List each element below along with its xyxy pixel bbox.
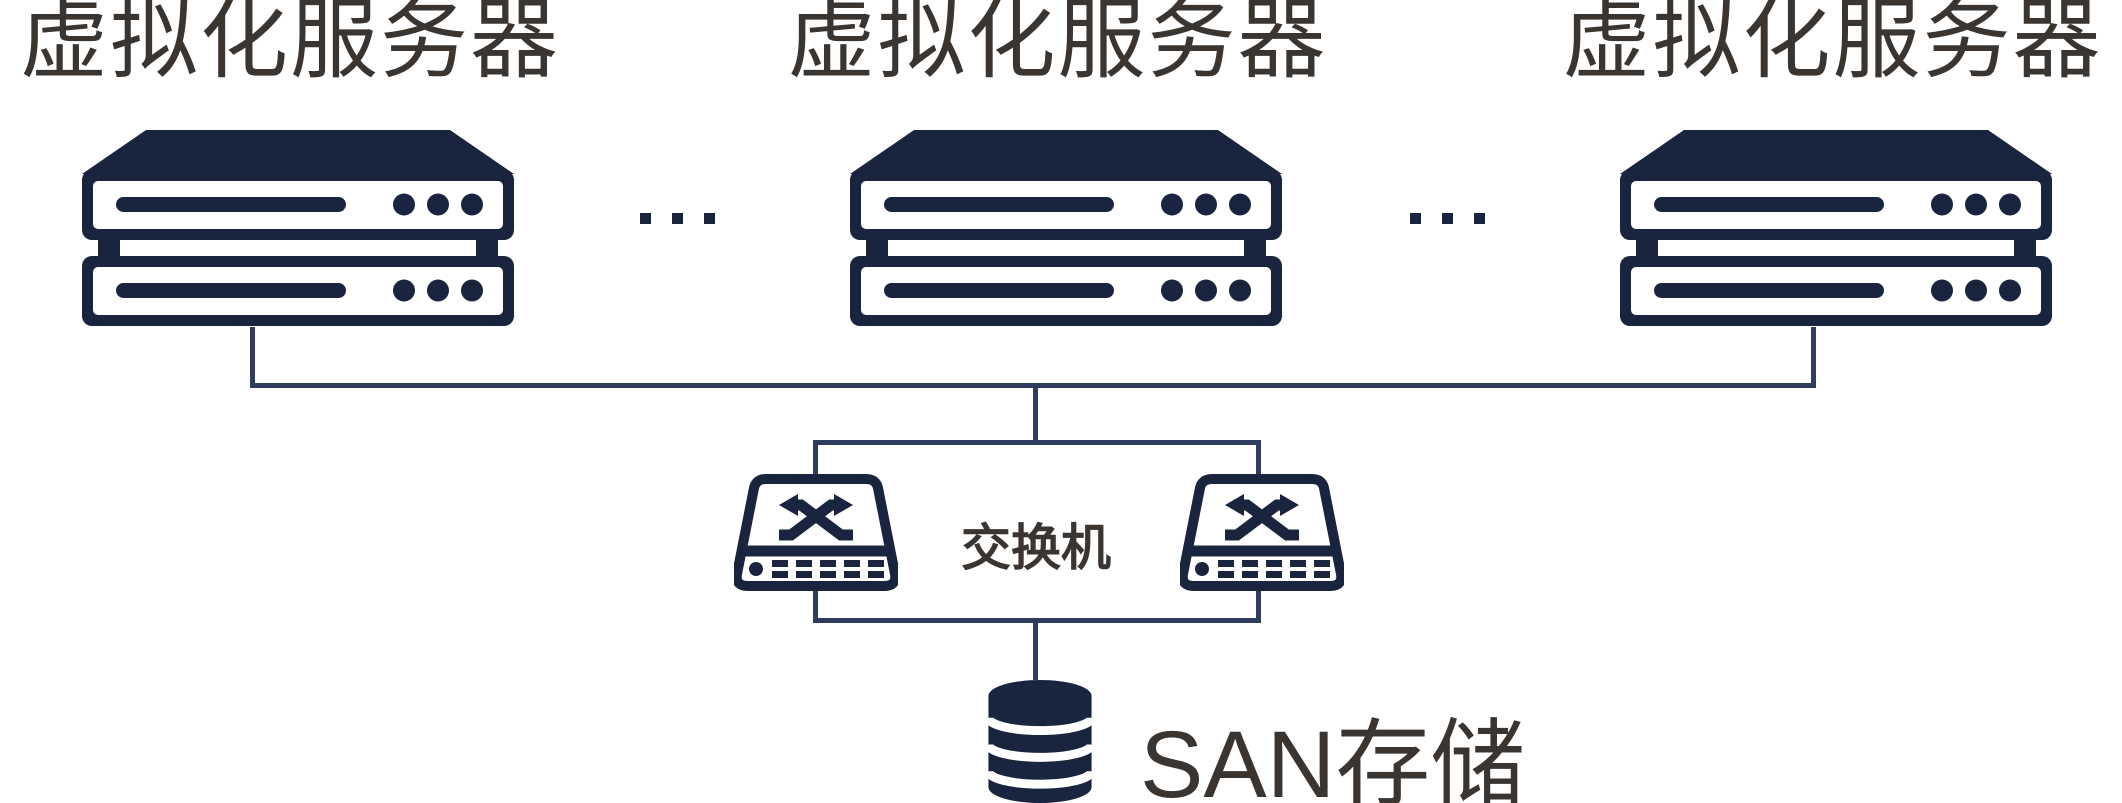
ellipsis-dots: ... <box>1410 213 1485 224</box>
network-switch-icon <box>734 474 898 591</box>
storage-label: SAN存储 <box>1140 712 1526 803</box>
ellipsis-dots: ... <box>640 213 715 224</box>
dot <box>1410 213 1421 224</box>
switch-label: 交换机 <box>961 520 1111 576</box>
connector-switch-top-bus <box>813 440 1260 445</box>
connector-server1-drop <box>250 327 255 388</box>
san-storage-database-icon <box>988 680 1092 803</box>
dot <box>1442 213 1453 224</box>
connector-switch-right-drop <box>1256 440 1261 480</box>
server-2-label: 虚拟化服务器 <box>787 0 1328 89</box>
connector-to-storage <box>1033 618 1038 680</box>
network-switch-icon <box>1180 474 1344 591</box>
rack-server-icon <box>1620 130 2052 326</box>
connector-switch-left-drop <box>813 440 818 480</box>
rack-server-icon <box>82 130 514 326</box>
dot <box>640 213 651 224</box>
rack-server-icon <box>850 130 1282 326</box>
connector-switch-left-down <box>813 588 818 622</box>
dot <box>704 213 715 224</box>
connector-server3-drop <box>1811 327 1816 388</box>
dot <box>672 213 683 224</box>
server-3-label: 虚拟化服务器 <box>1562 0 2103 89</box>
dot <box>1474 213 1485 224</box>
server-1-label: 虚拟化服务器 <box>19 0 560 89</box>
connector-switch-right-down <box>1256 588 1261 622</box>
connector-bus-to-switches <box>1033 383 1038 445</box>
